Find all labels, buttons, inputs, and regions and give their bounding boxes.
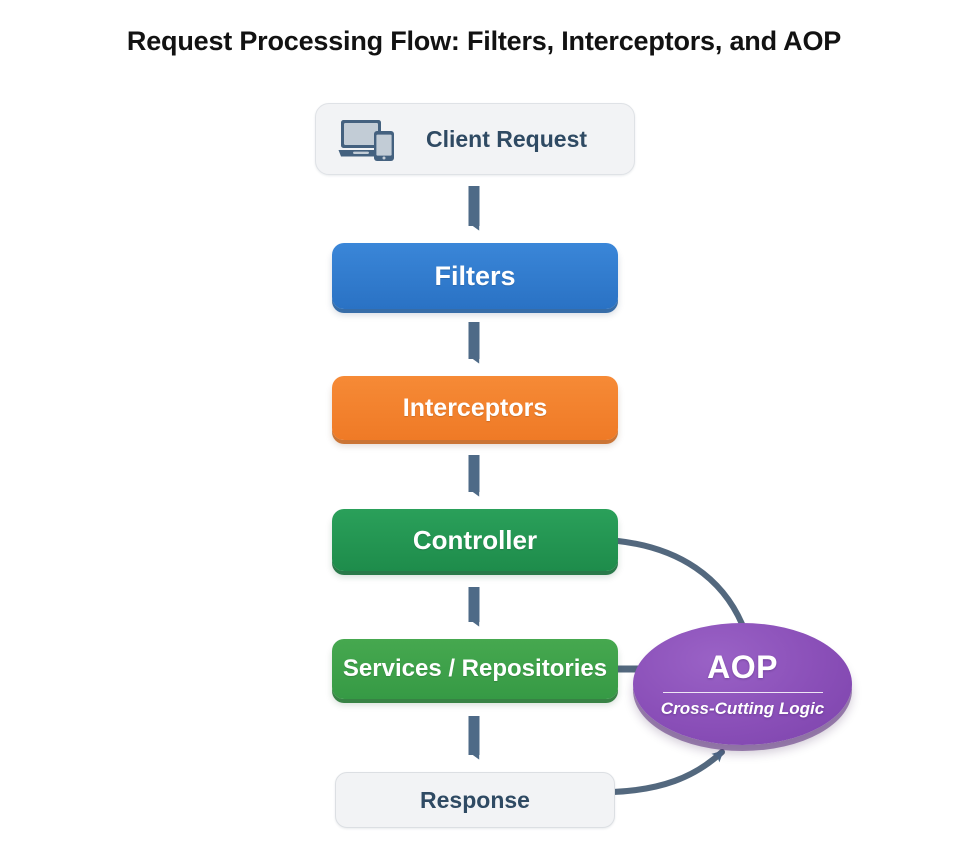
- node-interceptors[interactable]: Interceptors: [332, 376, 618, 440]
- aop-title: AOP: [707, 649, 778, 685]
- node-filters[interactable]: Filters: [332, 243, 618, 309]
- node-label: Response: [420, 786, 530, 813]
- page-title: Request Processing Flow: Filters, Interc…: [126, 26, 842, 56]
- node-aop[interactable]: AOP Cross-Cutting Logic: [633, 623, 852, 745]
- node-label: Filters: [434, 260, 516, 291]
- node-label: Interceptors: [402, 393, 548, 422]
- node-controller[interactable]: Controller: [332, 509, 618, 571]
- laptop-and-phone-icon: [338, 120, 394, 161]
- node-services-repositories[interactable]: Services / Repositories: [332, 639, 618, 699]
- node-client-request[interactable]: Client Request: [315, 103, 635, 175]
- node-label: Services / Repositories: [342, 655, 608, 682]
- aop-divider: [662, 692, 823, 693]
- aop-subtitle: Cross-Cutting Logic: [660, 699, 825, 718]
- connector-controller-to-aop: [615, 538, 745, 627]
- arrow-response-to-aop: [610, 749, 725, 795]
- node-label: Client Request: [426, 125, 588, 152]
- node-response[interactable]: Response: [335, 772, 615, 828]
- node-label: Controller: [412, 524, 538, 555]
